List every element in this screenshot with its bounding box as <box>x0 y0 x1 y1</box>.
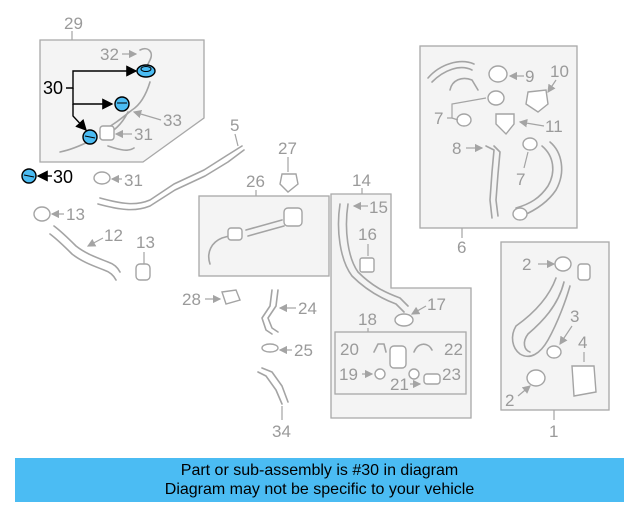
callout-13a: 13 <box>66 205 85 224</box>
callout-30b: 30 <box>53 167 73 187</box>
callout-28: 28 <box>182 290 201 309</box>
panel-14: 14 15 16 17 18 20 22 19 23 21 <box>330 171 472 419</box>
clamp-30-bottom <box>82 129 98 145</box>
callout-14: 14 <box>352 171 371 190</box>
callout-18: 18 <box>358 310 377 329</box>
part-31: 31 <box>93 171 143 190</box>
part-12: 12 <box>49 225 123 281</box>
callout-10: 10 <box>550 62 569 81</box>
clamp-30-standalone: 30 <box>21 167 73 187</box>
callout-2a: 2 <box>522 255 531 274</box>
callout-20: 20 <box>340 340 359 359</box>
part-34: 34 <box>257 367 291 441</box>
banner-line-1: Part or sub-assembly is #30 in diagram <box>180 462 459 479</box>
callout-32: 32 <box>100 45 119 64</box>
banner-line-2: Diagram may not be specific to your vehi… <box>164 481 475 498</box>
callout-17: 17 <box>427 295 446 314</box>
callout-2b: 2 <box>505 391 514 410</box>
panel-1: 2 3 4 2 1 <box>500 241 610 441</box>
panel-26: 26 <box>198 172 330 277</box>
callout-24: 24 <box>298 299 317 318</box>
part-27: 27 <box>278 139 299 193</box>
callout-25: 25 <box>294 341 313 360</box>
callout-1: 1 <box>549 422 558 441</box>
callout-19: 19 <box>339 365 358 384</box>
callout-6: 6 <box>457 238 466 257</box>
part-25: 25 <box>261 341 313 360</box>
callout-33: 33 <box>163 111 182 130</box>
clamp-30-middle <box>114 96 130 112</box>
callout-3: 3 <box>570 307 579 326</box>
callout-13b: 13 <box>136 233 155 252</box>
callout-22: 22 <box>444 340 463 359</box>
panel-6: 9 10 7 11 8 7 6 <box>419 45 578 257</box>
callout-8: 8 <box>452 139 461 158</box>
part-28: 28 <box>182 289 241 309</box>
callout-7a: 7 <box>434 109 443 128</box>
callout-5: 5 <box>230 116 239 135</box>
callout-26: 26 <box>246 172 265 191</box>
callout-4: 4 <box>578 333 587 352</box>
part-13-lower: 13 <box>135 233 155 281</box>
callout-12: 12 <box>104 226 123 245</box>
callout-9: 9 <box>525 67 534 86</box>
callout-23: 23 <box>442 365 461 384</box>
part-24: 24 <box>261 289 317 335</box>
callout-34: 34 <box>272 422 291 441</box>
panel-29: 29 32 33 31 30 <box>39 14 205 163</box>
clamp-30-top <box>136 64 156 78</box>
callout-16: 16 <box>358 225 377 244</box>
callout-21: 21 <box>390 375 409 394</box>
callout-11: 11 <box>545 117 563 136</box>
part-13-upper: 13 <box>33 205 85 224</box>
callout-15: 15 <box>369 198 388 217</box>
callout-30a: 30 <box>43 78 63 98</box>
callout-29: 29 <box>64 14 83 33</box>
callout-31b: 31 <box>124 171 143 190</box>
callout-31a: 31 <box>134 125 153 144</box>
part-5: 5 <box>97 116 245 211</box>
info-banner: Part or sub-assembly is #30 in diagram D… <box>15 458 624 502</box>
callout-27: 27 <box>278 139 297 158</box>
callout-7b: 7 <box>516 170 525 189</box>
